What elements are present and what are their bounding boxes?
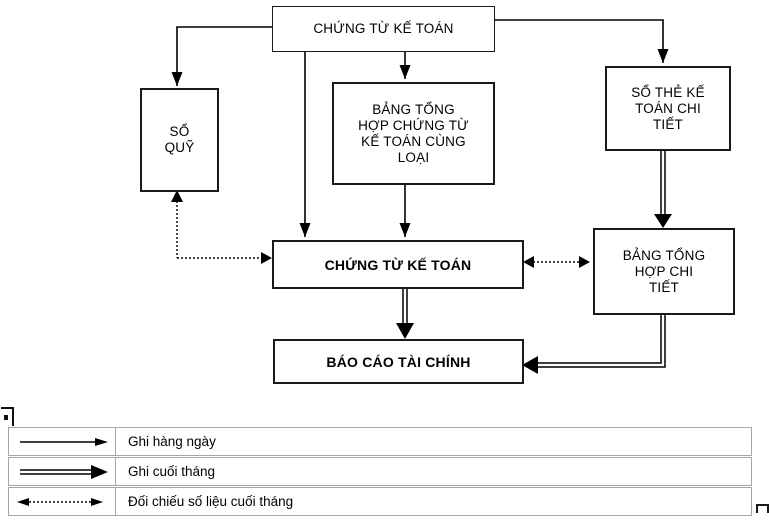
node-label: SỔ THẺ KẾ TOÁN CHI TIẾT <box>631 84 705 132</box>
object-anchor-icon <box>1 407 14 426</box>
dotted-double-arrow-icon <box>9 488 116 515</box>
arrow-sothe-to-bangchitiet <box>654 147 672 228</box>
node-label: BẢNG TỔNG HỢP CHI TIẾT <box>622 247 706 295</box>
node-label: BẢNG TỔNG HỢP CHỨNG TỪ KẾ TOÁN CÙNG LOẠI <box>358 101 469 165</box>
node-chung-tu-ke-toan-ledger: CHỨNG TỪ KẾ TOÁN <box>272 240 524 289</box>
arrow-center-to-baocao <box>396 287 414 339</box>
node-so-the-ke-toan-chi-tiet: SỔ THẺ KẾ TOÁN CHI TIẾT <box>605 66 731 151</box>
solid-arrow-icon <box>9 428 116 455</box>
node-so-quy: SỔ QUỸ <box>140 88 219 192</box>
legend-row-daily: Ghi hàng ngày <box>8 427 752 456</box>
table-resize-handle-icon <box>756 504 769 513</box>
node-bang-tong-hop-chi-tiet: BẢNG TỔNG HỢP CHI TIẾT <box>593 228 735 315</box>
node-label: CHỨNG TỪ KẾ TOÁN <box>324 256 472 273</box>
node-bao-cao-tai-chinh: BÁO CÁO TÀI CHÍNH <box>273 339 524 384</box>
arrow-center-bangchitiet-reconcile <box>523 256 590 268</box>
arrow-bangchitiet-to-baocao <box>522 311 666 374</box>
node-label: SỔ QUỸ <box>164 124 195 155</box>
legend-label: Ghi hàng ngày <box>128 434 216 449</box>
legend-row-reconcile: Đối chiếu số liệu cuối tháng <box>8 487 752 516</box>
arrow-soquy-center-reconcile <box>171 190 272 264</box>
node-label: CHỨNG TỪ KẾ TOÁN <box>313 21 454 36</box>
legend-label: Đối chiếu số liệu cuối tháng <box>128 494 294 509</box>
legend-row-month-end: Ghi cuối tháng <box>8 457 752 486</box>
legend-label: Ghi cuối tháng <box>128 464 216 479</box>
arrow-top-to-soquy <box>171 26 272 86</box>
node-bang-tong-hop-cung-loai: BẢNG TỔNG HỢP CHỨNG TỪ KẾ TOÁN CÙNG LOẠI <box>332 82 495 185</box>
double-line-arrow-icon <box>9 458 116 485</box>
node-label: BÁO CÁO TÀI CHÍNH <box>326 353 471 370</box>
node-chung-tu-ke-toan-source: CHỨNG TỪ KẾ TOÁN <box>272 6 495 52</box>
arrow-top-to-sothe <box>493 19 669 63</box>
